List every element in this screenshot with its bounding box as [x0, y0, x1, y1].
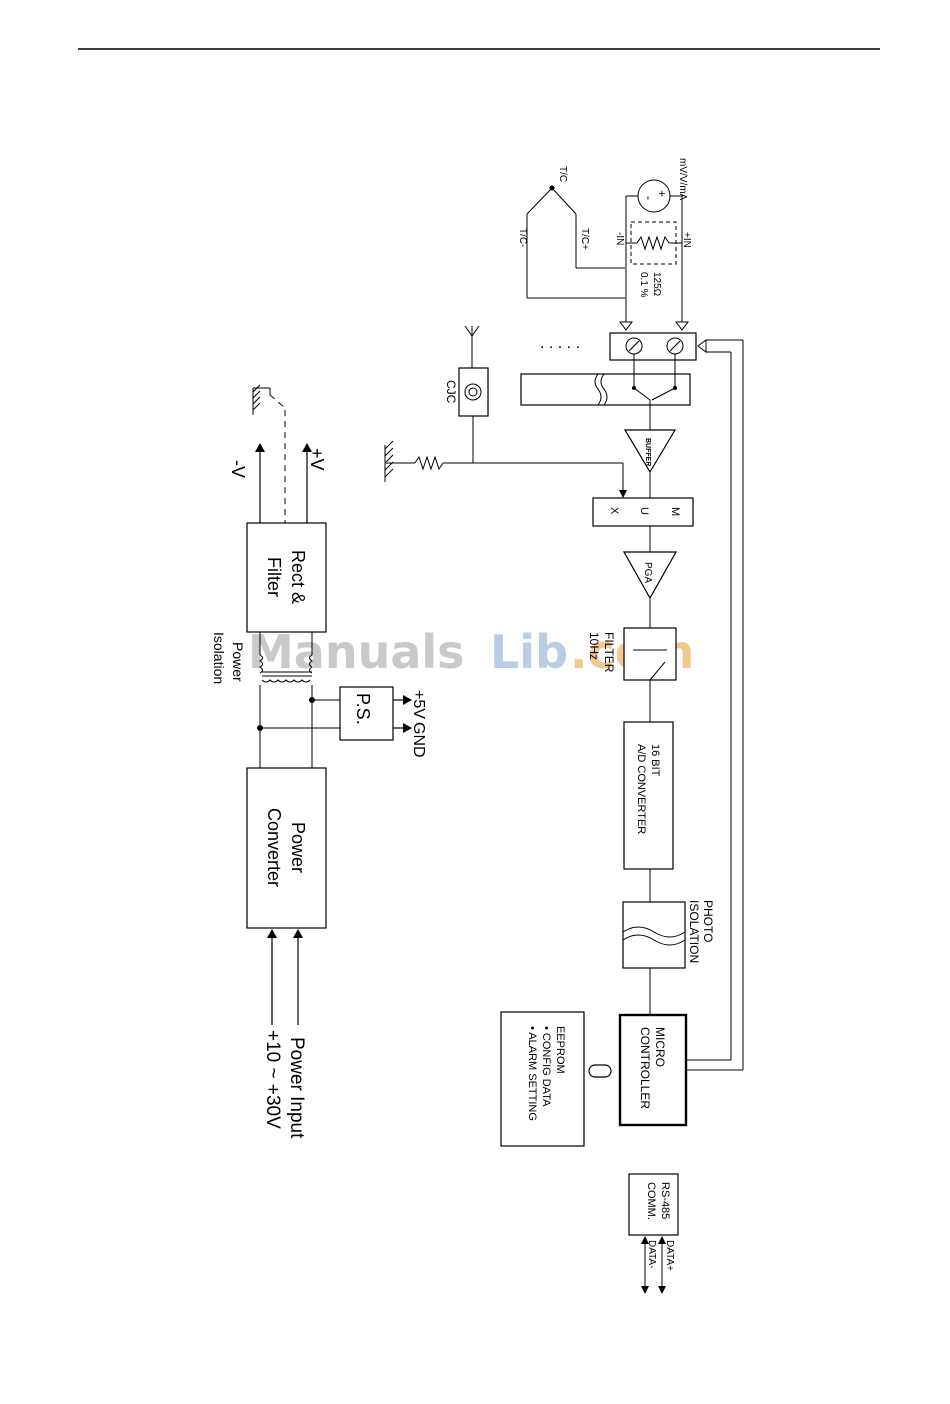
- tc-plus-label: T/C+: [579, 228, 590, 250]
- plus5v-label: +5V: [410, 690, 427, 719]
- eeprom-label-1: EEPROM: [554, 1026, 566, 1074]
- cjc-label: CJC: [444, 380, 458, 404]
- terminal-block: [609, 332, 697, 361]
- cjc-box: [458, 367, 489, 417]
- rs485-label-1: RS-485: [659, 1182, 671, 1219]
- mux-x-label: X: [608, 507, 620, 515]
- mux-u-label: U: [638, 507, 650, 515]
- mux-box: [592, 497, 694, 527]
- thermocouple-icon: [526, 185, 625, 299]
- eeprom-label-2: • CONFIG DATA: [540, 1026, 552, 1107]
- plus5v-arrow: [403, 695, 412, 705]
- feedback-arrow: [697, 339, 707, 353]
- source-plus: +: [655, 190, 669, 197]
- pga-amp: [622, 551, 678, 600]
- tc-top-label: T/C: [557, 166, 568, 182]
- buffer-amp: [623, 429, 677, 474]
- data-plus-label: DATA+: [664, 1240, 675, 1271]
- gnd-arrow: [403, 723, 412, 733]
- filter-box: [623, 627, 677, 681]
- rs485-box: [628, 1173, 679, 1236]
- pos-v-arrow: [302, 443, 312, 452]
- filter-label-2: 10Hz: [587, 632, 601, 660]
- photo-isolation-label-1: PHOTO: [701, 900, 715, 942]
- data-minus-label: DATA-: [646, 1240, 657, 1269]
- buffer-label: BUFFER: [644, 438, 651, 466]
- eeprom-link-icon: [588, 1064, 612, 1078]
- photo-isolation-label-2: ISOLATION: [687, 900, 701, 963]
- power-input-arrow-1: [267, 929, 277, 938]
- neg-v-label: -V: [228, 460, 248, 478]
- micro-controller-label-1: MICRO: [653, 1027, 667, 1067]
- input-protection-box: [520, 373, 691, 406]
- transformer-icon: [259, 654, 313, 683]
- rs485-label-2: COMM.: [645, 1182, 657, 1220]
- plus-in-label: +IN: [681, 232, 692, 248]
- adc-label-1: 16 BIT: [649, 744, 661, 777]
- pga-label: PGA: [642, 562, 653, 583]
- source-minus: -: [642, 196, 656, 200]
- gnd-label: GND: [410, 722, 427, 758]
- micro-controller-label-2: CONTROLLER: [638, 1027, 652, 1109]
- eeprom-box: [500, 1011, 585, 1147]
- adc-box: [623, 721, 674, 870]
- power-converter-label-1: Power: [288, 822, 308, 873]
- resistor-tolerance-label: 0.1 %: [638, 272, 649, 298]
- channel-dots: . . . . .: [540, 335, 580, 352]
- tc-minus-label: T/C-: [517, 228, 528, 247]
- power-input-arrow-2: [293, 929, 303, 938]
- power-isolation-label-2: Isolation: [211, 632, 227, 684]
- minus-in-label: -IN: [614, 232, 625, 245]
- filter-label-1: FILTER: [602, 632, 616, 673]
- resistor-value-label: 125Ω: [651, 272, 662, 297]
- neg-v-arrow: [255, 443, 265, 452]
- rect-filter-box: [246, 522, 327, 633]
- eeprom-label-3: • ALARM SETTING: [526, 1026, 538, 1121]
- rect-filter-label-2: Filter: [264, 557, 284, 597]
- power-input-label-2: +10 ~ +30V: [262, 1030, 283, 1129]
- power-converter-label-2: Converter: [264, 808, 284, 887]
- cjc-antenna-icon: [464, 325, 480, 368]
- mv-v-ma-label: mV/V/mA: [677, 158, 688, 201]
- ps-box: [339, 686, 394, 741]
- power-converter-box: [246, 767, 327, 929]
- shunt-resistor-icon: [636, 235, 670, 251]
- watermark-part-1: Manuals: [248, 625, 465, 679]
- power-input-label-1: Power Input: [286, 1037, 307, 1139]
- pos-v-label: +V: [307, 448, 327, 471]
- power-section: -V +V Rect & Filter Power Isolation: [211, 384, 427, 1139]
- watermark-part-2: Lib: [490, 625, 568, 679]
- power-isolation-label-1: Power: [230, 642, 246, 682]
- ps-label: P.S.: [353, 693, 373, 725]
- signal-section: T/C T/C- T/C+ + - mV/V/mA -IN +IN 125Ω 0…: [384, 158, 744, 1294]
- cjc-ground-icon: [384, 440, 623, 482]
- photo-isolation-box: [622, 901, 686, 969]
- ground-symbol-power: [252, 384, 286, 525]
- mux-m-label: M: [669, 507, 681, 516]
- adc-label-2: A/D CONVERTER: [635, 744, 647, 834]
- micro-controller-box: [618, 1013, 688, 1127]
- rect-filter-label-1: Rect &: [288, 550, 308, 604]
